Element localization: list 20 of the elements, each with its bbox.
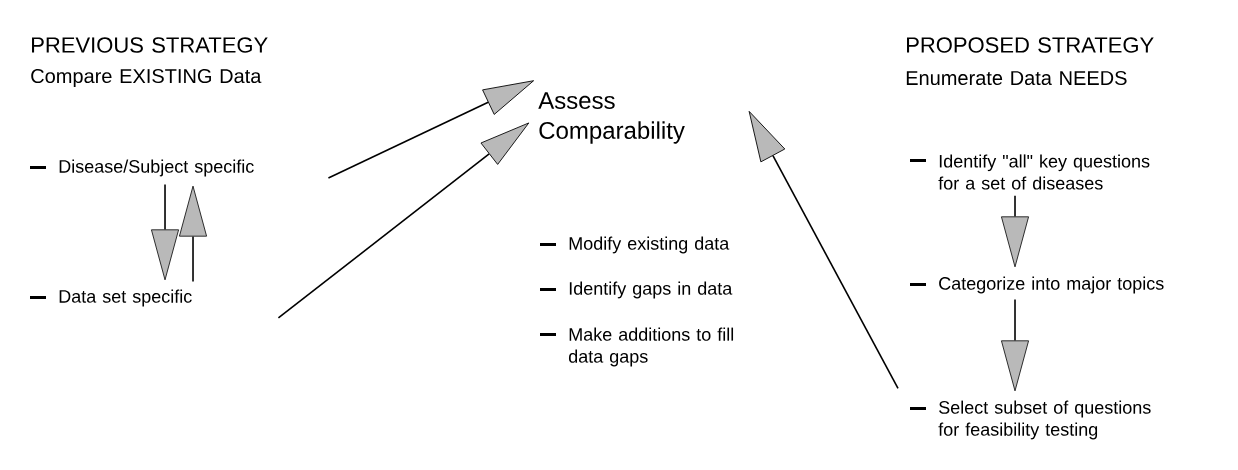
bullet-item: Data set specific (59, 289, 192, 307)
bullet-item: Modify existing data (569, 236, 730, 254)
bullet-item: Identify gaps in data (569, 281, 733, 299)
bullet-item: Categorize into major topics (939, 276, 1164, 294)
arrow (277, 122, 530, 319)
bullet-item: Select subset of questions for feasibility testing (938, 400, 1151, 440)
arrow (151, 183, 179, 281)
bullet-item: Disease/Subject specific (59, 159, 254, 177)
heading: Compare EXISTING Data (31, 68, 262, 88)
arrow (327, 80, 534, 179)
bullet-item: Identify "all" key questions for a set of diseases (938, 154, 1150, 190)
heading: PROPOSED STRATEGY (907, 37, 1154, 53)
arrow (1001, 195, 1029, 268)
bullet-item: Make additions to fill data gaps (568, 327, 734, 367)
arrow (179, 185, 207, 283)
arrow (748, 110, 899, 390)
heading: Assess Comparability (538, 92, 685, 144)
arrow (1001, 298, 1029, 392)
heading: Enumerate Data NEEDS (906, 70, 1127, 86)
heading: PREVIOUS STRATEGY (32, 37, 268, 53)
